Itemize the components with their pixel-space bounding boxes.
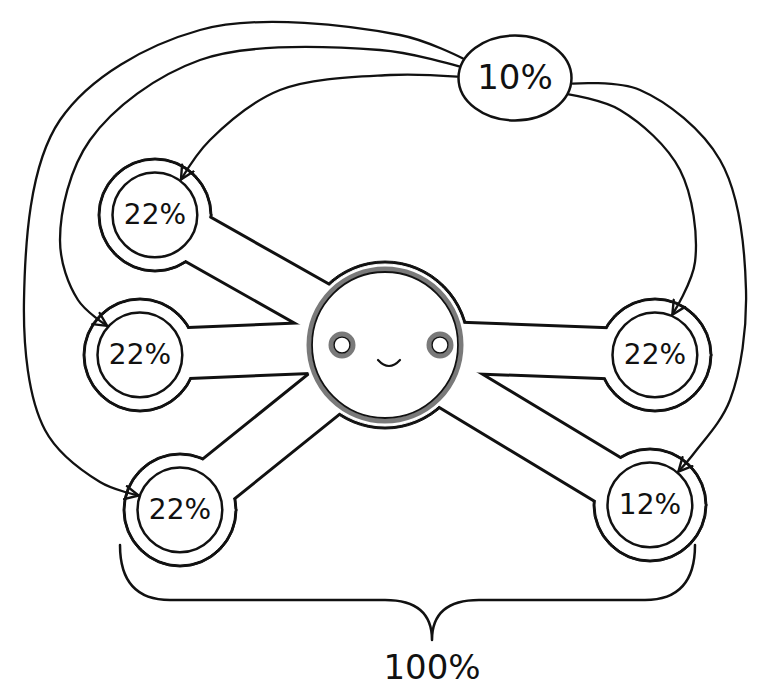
lobe-circle: 22% [111,171,199,259]
face-smile [378,360,400,366]
spinner-lobe [83,298,197,412]
lobe-circle: 12% [606,461,694,549]
percent-value: 22% [109,340,171,371]
spinner-outline [83,158,712,567]
total-label: 100% [383,649,480,686]
face-eye [429,334,451,356]
node-shape [459,36,572,121]
lobe-circle: 22% [96,311,184,399]
arrow-connector [573,83,747,471]
node-shape [98,313,183,398]
percent-value: 22% [124,200,186,231]
percent-value: 12% [619,490,681,521]
node-shape [113,173,198,258]
percent-value: 22% [149,495,211,526]
arrow-connector [181,75,457,180]
face-eye-ring [334,337,350,353]
spinner-hub-fill [304,264,466,426]
total-brace [120,545,695,640]
share-bubble: 10% [457,34,573,122]
spinner-lobe-fill [126,456,234,564]
node-shape [138,468,223,553]
lobe-circle: 22% [136,466,224,554]
percent-value: 22% [624,340,686,371]
node-shape [613,313,698,398]
spinner-face [309,269,461,421]
spinner-lobe-fill [101,161,209,269]
arrow-connector [569,94,696,314]
spinner-lobe-fill [86,301,194,409]
spinner-lobe [598,298,712,412]
node-shape [608,463,693,548]
face-circle [309,269,461,421]
spinner-lobe-fill [601,301,709,409]
face-eye-ring [432,337,448,353]
lobe-circle: 22% [611,311,699,399]
spinner-lobe-fill [596,451,704,559]
arrow-connector [60,47,459,326]
face-eye [331,334,353,356]
percent-value: 10% [477,59,553,96]
face-ring [312,272,458,418]
arrow-connector [24,22,463,496]
